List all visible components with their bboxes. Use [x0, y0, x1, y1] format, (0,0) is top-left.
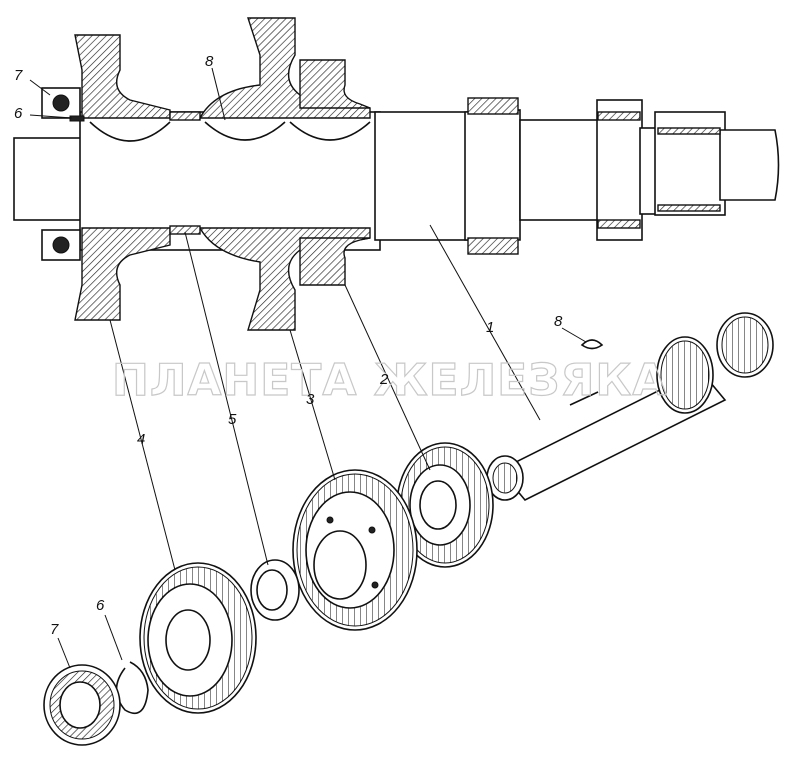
splined-end-hatch-top: [657, 127, 721, 135]
shaft-part-1: [486, 312, 774, 501]
collar-hatch-top: [467, 97, 519, 115]
gear-2-bore: [419, 480, 457, 530]
leader-1: [429, 224, 541, 421]
callout-top-6: 6: [14, 105, 23, 122]
shaft-1-end-teeth: [492, 462, 518, 494]
gear-3-hole: [326, 516, 334, 524]
gear-section-4-top: [74, 34, 171, 119]
callout-2: 2: [379, 371, 389, 388]
shaft-left-stub: [13, 137, 85, 221]
shaft-neck: [519, 119, 601, 221]
spline-hatch-bottom: [597, 219, 641, 229]
gear-part-4: [139, 562, 257, 714]
key-slot-arc-mid: [204, 121, 286, 141]
shaft-mid-section: [374, 111, 471, 241]
bearing-part-7: [43, 664, 121, 746]
leader-8: [561, 327, 587, 343]
leader-top-8: [211, 67, 226, 121]
snap-ring-section-top: [69, 115, 85, 122]
watermark: ПЛАНЕТА ЖЕЛЕЗЯКА: [112, 355, 667, 406]
gear-section-3-bottom: [198, 227, 371, 331]
key-part-8: [580, 339, 604, 350]
gear-3-hole: [371, 581, 379, 589]
leader-bottom-7: [57, 637, 71, 669]
shaft-collar: [464, 109, 521, 241]
leader-top-7: [29, 79, 51, 96]
gear-3-hole: [368, 526, 376, 534]
callout-4: 4: [137, 431, 145, 448]
spacer-5-inner: [256, 569, 288, 611]
gear-part-3: [292, 469, 418, 631]
spacer-section-top: [169, 111, 201, 121]
callout-bottom-6: 6: [96, 597, 105, 614]
callout-bottom-7: 7: [50, 621, 59, 638]
gear-section-4-bottom: [74, 227, 171, 321]
shaft-spline-section: [596, 99, 643, 241]
leader-top-6: [29, 114, 73, 119]
leader-2: [344, 284, 431, 471]
gear-section-2-top: [299, 59, 371, 109]
callouts: 7 6 8 1 2 3 4 5 8 6 7: [14, 53, 563, 638]
callout-5: 5: [228, 411, 237, 428]
callout-3: 3: [306, 391, 315, 408]
callout-top-8: 8: [205, 53, 214, 70]
shaft-1-gear-teeth-a-fill: [660, 340, 710, 410]
shaft-1-keyway: [569, 391, 599, 406]
bearing-ball-bottom: [52, 236, 70, 254]
key-slot-arc-left: [89, 121, 171, 142]
gear-3-hub: [313, 530, 367, 600]
shaft-assembly-section: [13, 17, 780, 331]
leader-lines: [29, 67, 587, 669]
snap-ring-part-6: [115, 661, 149, 715]
callout-8: 8: [554, 313, 563, 330]
gear-section-2-bottom: [299, 237, 371, 286]
bearing-ball-top: [52, 94, 70, 112]
leader-bottom-6: [104, 614, 123, 661]
spacer-part-5: [250, 559, 300, 621]
spline-hatch-top: [597, 111, 641, 121]
shaft-1-gear-teeth-b-fill: [721, 316, 769, 374]
collar-hatch-bottom: [467, 237, 519, 255]
leader-3: [289, 329, 336, 481]
callout-1: 1: [486, 319, 494, 336]
leader-4: [109, 319, 176, 571]
bearing-7-inner: [59, 681, 101, 729]
shaft-main-body: [79, 111, 381, 251]
splined-end-hatch-bottom: [657, 204, 721, 212]
shaft-tip: [719, 129, 780, 201]
gear-4-bore: [165, 609, 211, 671]
key-slot-arc-right: [289, 121, 371, 141]
gear-section-3-top: [198, 17, 371, 119]
callout-top-7: 7: [14, 67, 23, 84]
leader-5: [184, 231, 269, 566]
